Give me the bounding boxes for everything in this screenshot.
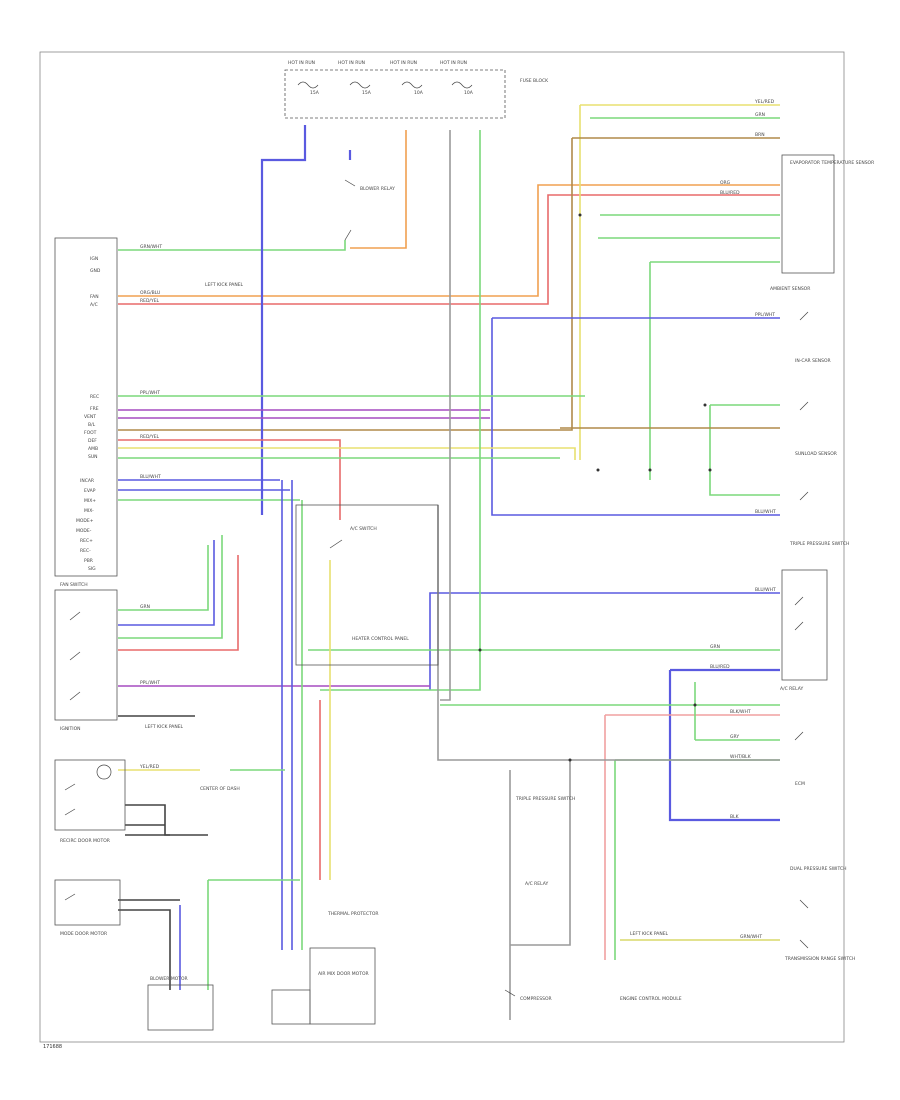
fuse-3-label: HOT IN RUN [390,60,417,66]
pin-evap: EVAP [84,488,96,494]
right-components: EVAPORATOR TEMPERATURE SENSOR AMBIENT SE… [770,154,874,962]
pin-ign: IGN [90,256,98,262]
wire-label-gn-2: GRN [710,644,720,650]
wires [118,104,780,1020]
fan-switch-label: FAN SWITCH [60,582,88,588]
air-mix-motor-label: AIR MIX DOOR MOTOR [318,971,369,977]
fuse-1-value: 15A [310,90,320,96]
mode-door-label: MODE DOOR MOTOR [60,931,107,937]
fuse-block-label: FUSE BLOCK [520,78,549,84]
pin-incar: INCAR [80,478,94,484]
fuse-block: HOT IN RUN HOT IN RUN HOT IN RUN HOT IN … [284,60,549,119]
left-kick-panel-label-2: LEFT KICK PANEL [145,724,184,730]
blower-relay-label: BLOWER RELAY [360,186,395,192]
pin-mix-minus: MIX- [84,508,94,514]
pin-mode-minus: MODE- [76,528,92,534]
ac-relay-label: A/C RELAY [780,686,803,692]
wire-label-gn-4: GRN [140,604,150,610]
pin-rec-plus: REC+ [80,538,93,544]
left-lower-components: FAN SWITCH IGNITION LEFT KICK PANEL CENT… [54,582,376,1031]
wire-label-wt-bk: WHT/BLK [730,754,752,760]
wire-label-pu-2: PPL/WHT [140,680,160,686]
wire-label-bk-wt: BLK/WHT [730,709,751,715]
compressor-label: COMPRESSOR [520,996,552,1002]
junctions [478,213,712,762]
sunload-sensor-label: SUNLOAD SENSOR [795,451,837,457]
diagram-frame [39,51,845,1043]
wire-label-bl-2: BLU/WHT [755,587,776,593]
pin-rec: REC [90,394,99,400]
triple-pressure-label: TRIPLE PRESSURE SWITCH [789,541,849,547]
pin-vent: VENT [84,414,96,420]
pin-sig: SIG [88,566,96,572]
pin-mix-plus: MIX+ [84,498,96,504]
pin-sun: SUN [88,454,98,460]
wire-label-pu: PPL/WHT [755,312,775,318]
pin-ac: A/C [90,302,98,308]
fuse-4-label: HOT IN RUN [440,60,467,66]
pin-foot: FOOT [84,430,97,436]
ambient-sensor-label: AMBIENT SENSOR [770,286,810,292]
wire-label-br: BRN [755,132,765,138]
left-kick-panel-label: LEFT KICK PANEL [205,282,244,288]
recirc-door-label: RECIRC DOOR MOTOR [60,838,110,844]
pin-amb: AMB [88,446,98,452]
wire-label-pu-wt: PPL/WHT [140,390,160,396]
fuse-4-value: 10A [464,90,474,96]
ignition-label: IGNITION [60,726,81,732]
dual-pressure-label: DUAL PRESSURE SWITCH [790,866,847,872]
fuse-2-label: HOT IN RUN [338,60,365,66]
wire-label-yl-rd: YEL/RED [754,99,775,105]
wire-label-bk: BLK [730,814,740,820]
wire-label-gn-3: GRN/WHT [740,934,762,940]
ac-control-unit: IGN GND FAN A/C REC FRE VENT B/L FOOT DE… [54,237,118,577]
wire-label-gn: GRN [755,112,765,118]
ac-relay-label-2: A/C RELAY [525,881,548,887]
fuse-1-label: HOT IN RUN [288,60,315,66]
wire-label-or-bl: ORG/BLU [140,290,160,296]
wire-label-rd: RED/YEL [140,434,160,440]
pin-mode-plus: MODE+ [76,518,94,524]
wire-label-group: GRN/WHT ORG/BLU RED/YEL PPL/WHT RED/YEL … [139,99,776,940]
triple-switch-label-2: TRIPLE PRESSURE SWITCH [515,796,575,802]
thermal-protector-label: THERMAL PROTECTOR [327,911,379,917]
pin-def: DEF [88,438,97,444]
wire-label-bl-rd: BLU/RED [720,190,740,196]
pin-gnd: GND [90,268,101,274]
in-car-sensor-label: IN-CAR SENSOR [795,358,831,364]
ecm-label: ECM [795,781,805,787]
ground-label: LEFT KICK PANEL [630,931,669,937]
pin-rec-minus: REC- [80,548,91,554]
heater-control-label: HEATER CONTROL PANEL [352,636,409,642]
fuse-3-value: 10A [414,90,424,96]
wire-label-or: ORG [720,180,731,186]
pin-fre: FRE [90,406,99,412]
wire-label-yl: YEL/RED [139,764,160,770]
pin-fan: FAN [90,294,99,300]
pin-bl: B/L [88,422,96,428]
trans-range-label: TRANSMISSION RANGE SWITCH [784,956,855,962]
a-c-switch-label: A/C SWITCH [350,526,377,532]
wire-label-rd-yl: RED/YEL [140,298,160,304]
engine-control-label: ENGINE CONTROL MODULE [620,996,682,1002]
blower-motor-label: BLOWER MOTOR [150,976,188,982]
center-dash-label: CENTER OF DASH [200,786,240,792]
fuse-2-value: 15A [362,90,372,96]
middle-components: BLOWER RELAY LEFT KICK PANEL A/C SWITCH … [205,179,682,1002]
pin-pbr: PBR [84,558,93,564]
evap-sensor-label: EVAPORATOR TEMPERATURE SENSOR [790,160,874,166]
wire-label-gn-wt: GRN/WHT [140,244,162,250]
wire-label-bl-3: BLU/RED [710,664,730,670]
wire-label-bl-wt: BLU/WHT [140,474,161,480]
footer-code: 171688 [43,1044,62,1050]
wire-label-gy: GRY [730,734,739,740]
wire-label-bl: BLU/WHT [755,509,776,515]
